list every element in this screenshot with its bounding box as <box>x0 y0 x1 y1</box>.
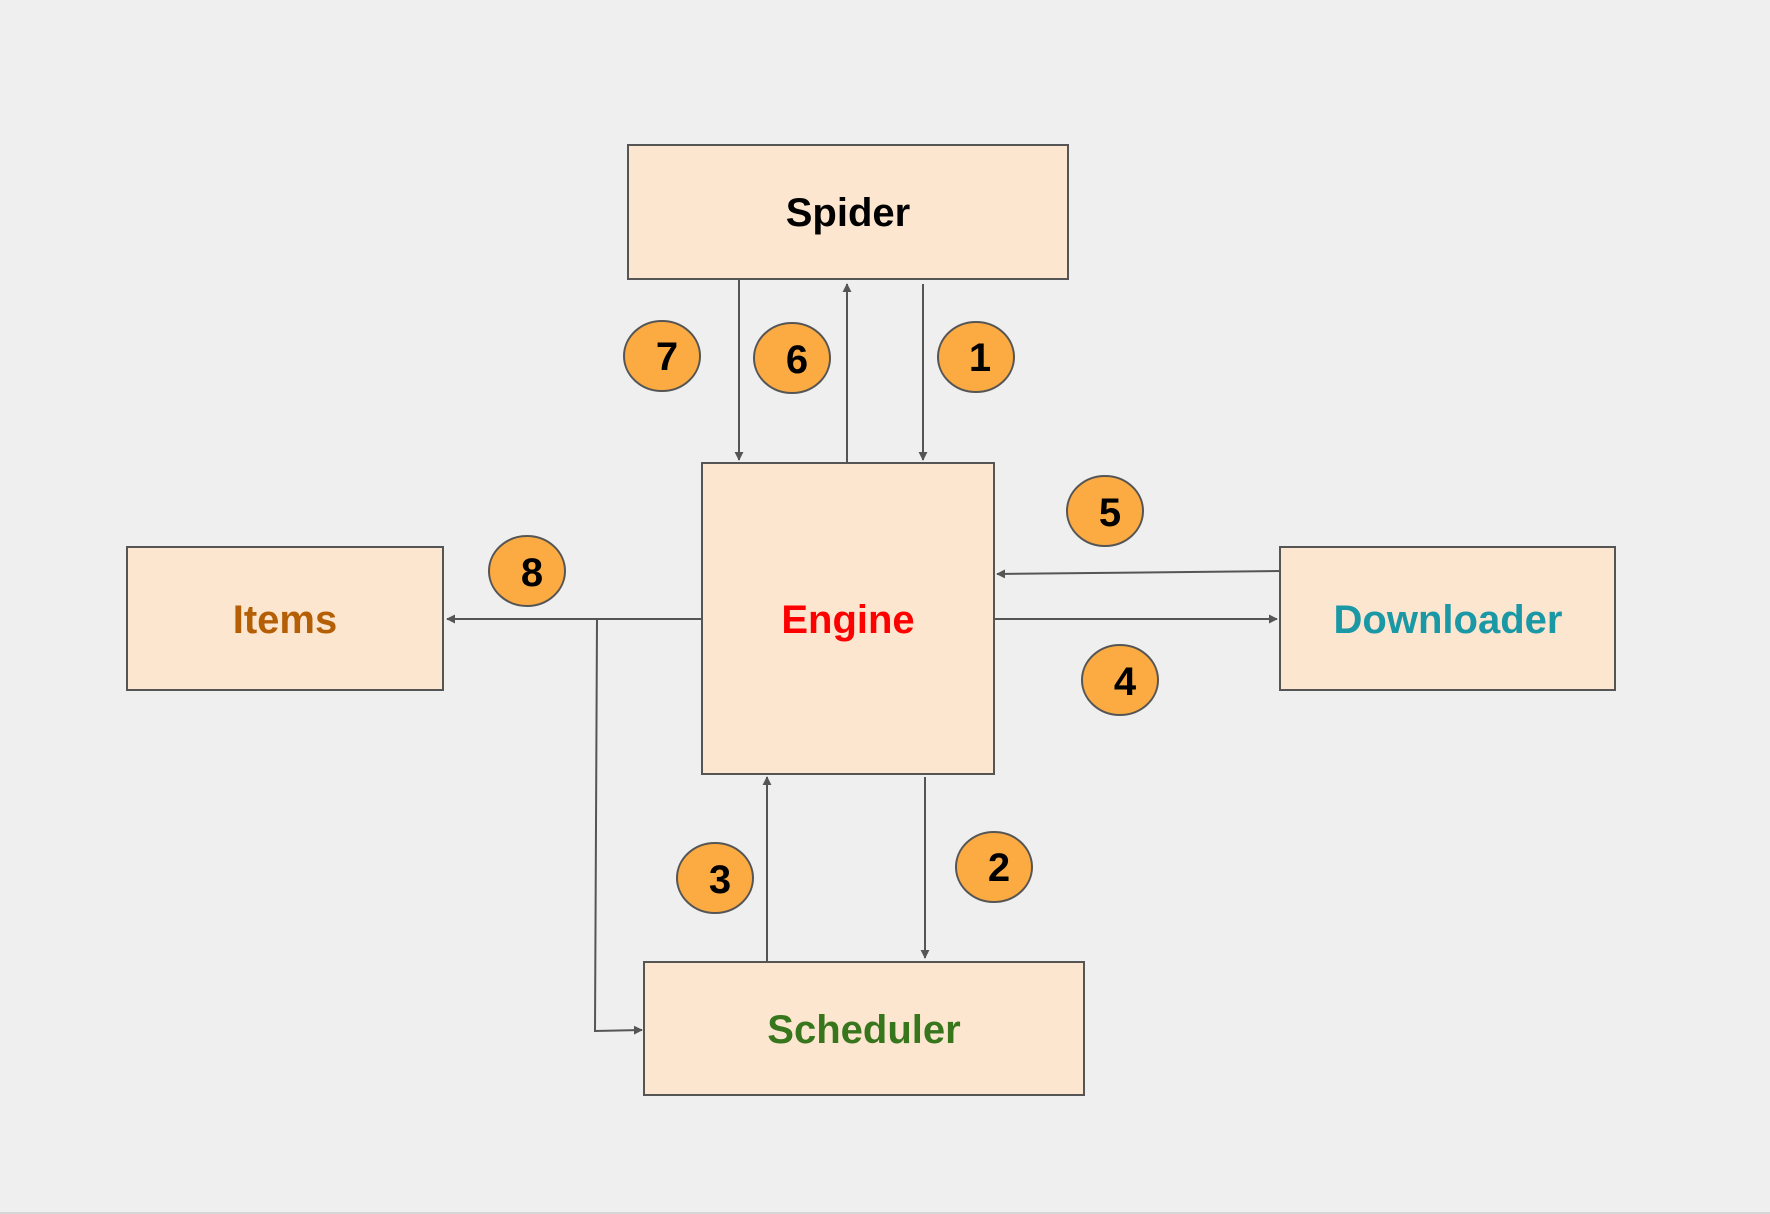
items-node: Items <box>126 546 444 691</box>
step-badge-label: 3 <box>709 858 731 902</box>
scheduler-label: Scheduler <box>767 1008 960 1052</box>
step-badge-label: 5 <box>1099 491 1121 535</box>
step-badge-5: 5 <box>1066 475 1144 547</box>
items-box <box>126 546 444 691</box>
step-badge-1: 1 <box>937 321 1015 393</box>
engine-label: Engine <box>781 598 914 642</box>
step-badge-2: 2 <box>955 831 1033 903</box>
step-badge-4: 4 <box>1081 644 1159 716</box>
spider-node: Spider <box>627 144 1069 280</box>
connectors <box>446 280 1281 1035</box>
downloader-box <box>1279 546 1616 691</box>
items-label: Items <box>233 598 338 642</box>
downloader-node: Downloader <box>1279 546 1616 691</box>
bottom-border <box>0 1212 1770 1214</box>
step-badge-label: 8 <box>521 551 543 595</box>
step-badge-7: 7 <box>623 320 701 392</box>
step-badge-3: 3 <box>676 842 754 914</box>
scheduler-box <box>643 961 1085 1096</box>
step-badge-label: 6 <box>786 338 808 382</box>
step-badge-label: 7 <box>656 335 678 379</box>
step-badge-label: 4 <box>1114 660 1137 704</box>
spider-label: Spider <box>786 191 910 235</box>
scheduler-node: Scheduler <box>643 961 1085 1096</box>
arrow-step-5 <box>996 569 1281 579</box>
arrow-items-branch-to-scheduler <box>593 618 643 1035</box>
step-badge-label: 1 <box>969 336 991 380</box>
downloader-label: Downloader <box>1334 598 1563 642</box>
step-badge-8: 8 <box>488 535 566 607</box>
engine-box <box>701 462 995 775</box>
step-badge-label: 2 <box>988 846 1010 890</box>
step-badge-6: 6 <box>753 322 831 394</box>
engine-node: Engine <box>701 462 995 775</box>
spider-box <box>627 144 1069 280</box>
